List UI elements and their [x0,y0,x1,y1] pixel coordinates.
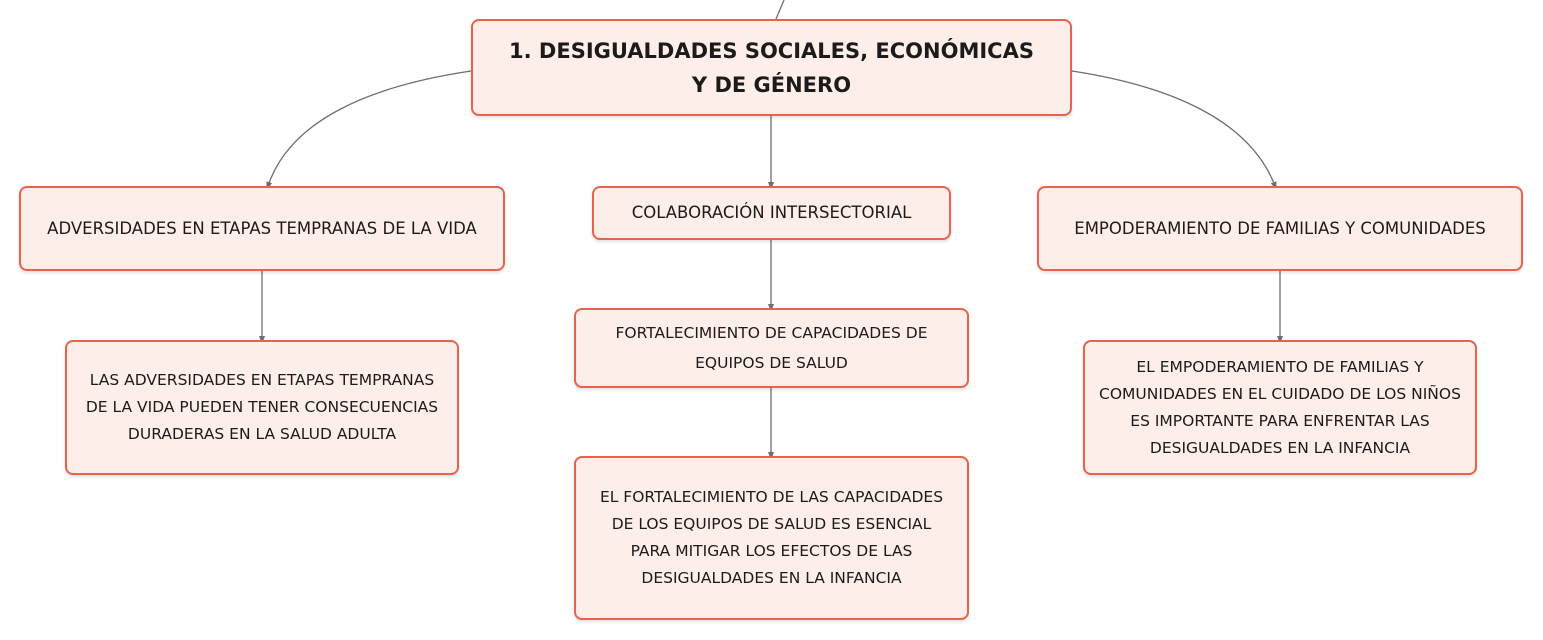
connector-root-to-right [1071,70,1277,190]
branch-label-intersectoral-collaboration: COLABORACIÓN INTERSECTORIAL [631,203,912,222]
detail-node-health-team-capacity[interactable]: EL FORTALECIMIENTO DE LAS CAPACIDADES DE… [574,456,969,620]
branch-label-family-empowerment: EMPODERAMIENTO DE FAMILIAS Y COMUNIDADES [1074,218,1486,238]
branch-label-early-adversity: ADVERSIDADES EN ETAPAS TEMPRANAS DE LA V… [47,218,477,238]
connector-root-to-left [266,70,472,190]
detail-node-early-adversity[interactable]: LAS ADVERSIDADES EN ETAPAS TEMPRANAS DE … [65,340,459,475]
detail-node-family-empowerment[interactable]: EL EMPODERAMIENTO DE FAMILIAS Y COMUNIDA… [1083,340,1477,475]
detail-text-health-team-capacity: EL FORTALECIMIENTO DE LAS CAPACIDADES DE… [599,488,944,587]
branch-node-intersectoral-collaboration[interactable]: COLABORACIÓN INTERSECTORIAL [592,186,951,240]
root-topic-label: 1. DESIGUALDADES SOCIALES, ECONÓMICAS Y … [509,38,1034,97]
subtopic-label-health-team-capacity: FORTALECIMIENTO DE CAPACIDADES DE EQUIPO… [615,324,928,372]
subtopic-node-health-team-capacity[interactable]: FORTALECIMIENTO DE CAPACIDADES DE EQUIPO… [574,308,969,388]
detail-text-early-adversity: LAS ADVERSIDADES EN ETAPAS TEMPRANAS DE … [85,371,439,443]
detail-text-family-empowerment: EL EMPODERAMIENTO DE FAMILIAS Y COMUNIDA… [1099,357,1461,457]
connector-incoming-root [775,0,785,20]
root-topic-node[interactable]: 1. DESIGUALDADES SOCIALES, ECONÓMICAS Y … [471,19,1072,116]
branch-node-early-adversity[interactable]: ADVERSIDADES EN ETAPAS TEMPRANAS DE LA V… [19,186,505,271]
branch-node-family-empowerment[interactable]: EMPODERAMIENTO DE FAMILIAS Y COMUNIDADES [1037,186,1523,271]
